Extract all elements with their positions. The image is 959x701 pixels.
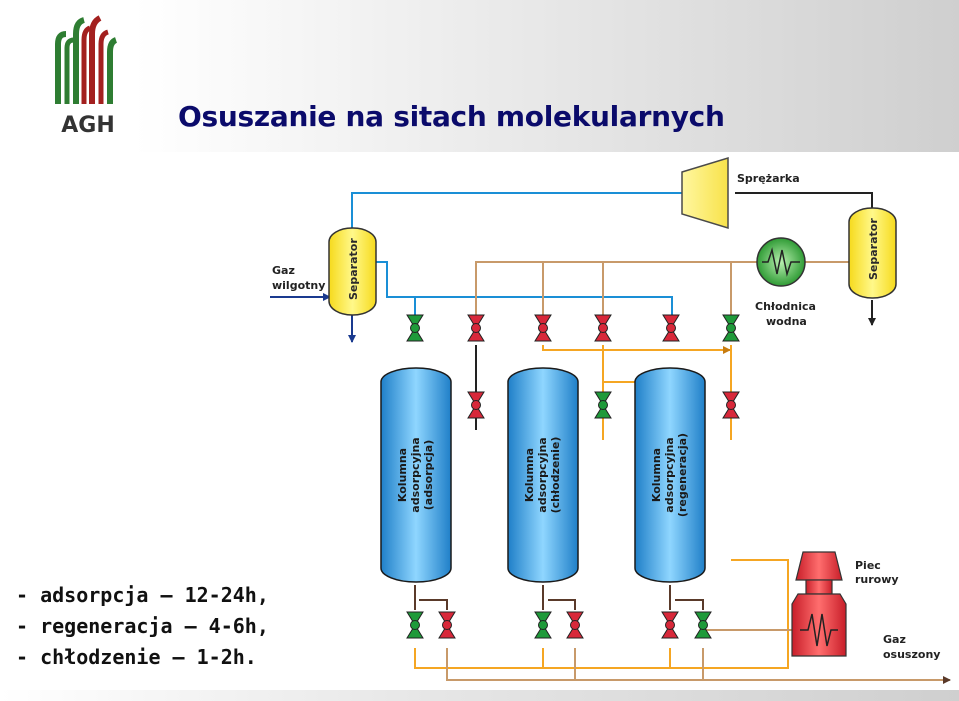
gate-valve-icon: [594, 391, 612, 419]
process-diagram: Sprężarka Separator Separator Chłodnica …: [270, 156, 951, 684]
footer-band: [0, 690, 959, 701]
column-2: [507, 367, 579, 583]
column-3-label-1: Kolumna: [650, 448, 663, 502]
column-1: [380, 367, 452, 583]
column-3-labels: Kolumna adsorpcyjna (regeneracja): [650, 433, 689, 517]
dry-gas-outlet-pipe: [446, 648, 951, 684]
tube-furnace: [791, 551, 847, 657]
dry-gas-label-2: osuszony: [883, 648, 940, 661]
column-3: [634, 367, 706, 583]
furnace-label-2: rurowy: [855, 573, 899, 586]
list-item: - chłodzenie – 1-2h.: [16, 645, 257, 669]
furnace-return-pipe: [731, 559, 789, 580]
list-item: - regeneracja – 4-6h,: [16, 614, 269, 638]
gate-valve-icon: [722, 391, 740, 419]
furnace-icon: [795, 551, 843, 581]
col3-bottom-pipe: [669, 585, 704, 610]
column-2-label-2: adsorpcyjna: [536, 437, 549, 512]
gate-valve-icon: [534, 314, 552, 342]
col1-bottom-pipe: [414, 585, 448, 610]
list-item: - adsorpcja – 12-24h,: [16, 583, 269, 607]
wet-gas-label-1: Gaz: [272, 264, 295, 277]
column-1-labels: Kolumna adsorpcyjna (adsorpcja): [396, 437, 435, 512]
gate-valve-icon: [406, 314, 424, 342]
col2-bottom-pipe: [542, 585, 576, 610]
agh-logo-text: AGH: [61, 113, 115, 136]
compressor-return-pipe: [735, 192, 873, 210]
gate-valve-icon: [438, 611, 456, 639]
compressor-icon: [681, 156, 729, 230]
cooler-loop-pipe: [475, 261, 757, 320]
cooler-label-2: wodna: [766, 315, 807, 328]
orange-bottom-manifold: [414, 580, 789, 669]
heat-exchanger-icon: [756, 237, 806, 287]
furnace-label-1: Piec: [855, 559, 881, 572]
cooler-label-1: Chłodnica: [755, 300, 816, 313]
column-3-label-2: adsorpcyjna: [663, 437, 676, 512]
wet-gas-label-2: wilgotny: [272, 279, 325, 292]
gate-valve-icon: [467, 391, 485, 419]
separator-left-label: Separator: [347, 238, 360, 300]
gate-valve-icon: [662, 314, 680, 342]
gate-valve-icon: [534, 611, 552, 639]
column-2-label-3: (chłodzenie): [549, 437, 562, 514]
header-band: [0, 0, 959, 152]
water-cooler: [756, 237, 806, 287]
column-2-labels: Kolumna adsorpcyjna (chłodzenie): [523, 437, 562, 514]
separator-gas-pipe: [351, 192, 725, 228]
pipe-network: [270, 192, 951, 684]
separator-outlet-pipe: [376, 261, 673, 320]
compressor-label: Sprężarka: [737, 172, 800, 185]
gate-valve-icon: [467, 314, 485, 342]
column-2-label-1: Kolumna: [523, 448, 536, 502]
column-1-label-3: (adsorpcja): [422, 440, 435, 510]
cycle-times-list: - adsorpcja – 12-24h, - regeneracja – 4-…: [16, 580, 269, 673]
agh-logo-mark: [55, 15, 118, 104]
gate-valve-icon: [694, 611, 712, 639]
separator-right-label: Separator: [867, 218, 880, 280]
valves: [406, 314, 740, 639]
column-1-label-2: adsorpcyjna: [409, 437, 422, 512]
page-title: Osuszanie na sitach molekularnych: [178, 100, 725, 133]
agh-logo: AGH: [55, 15, 118, 136]
separator-left: [328, 227, 377, 316]
orange-top-manifold: [542, 345, 731, 354]
gate-valve-icon: [722, 314, 740, 342]
gate-valve-icon: [661, 611, 679, 639]
gate-valve-icon: [594, 314, 612, 342]
column-3-label-3: (regeneracja): [676, 433, 689, 517]
gate-valve-icon: [406, 611, 424, 639]
dry-gas-label-1: Gaz: [883, 633, 906, 646]
separator-right: [848, 207, 897, 299]
compressor: [681, 156, 729, 230]
gate-valve-icon: [566, 611, 584, 639]
column-1-label-1: Kolumna: [396, 448, 409, 502]
